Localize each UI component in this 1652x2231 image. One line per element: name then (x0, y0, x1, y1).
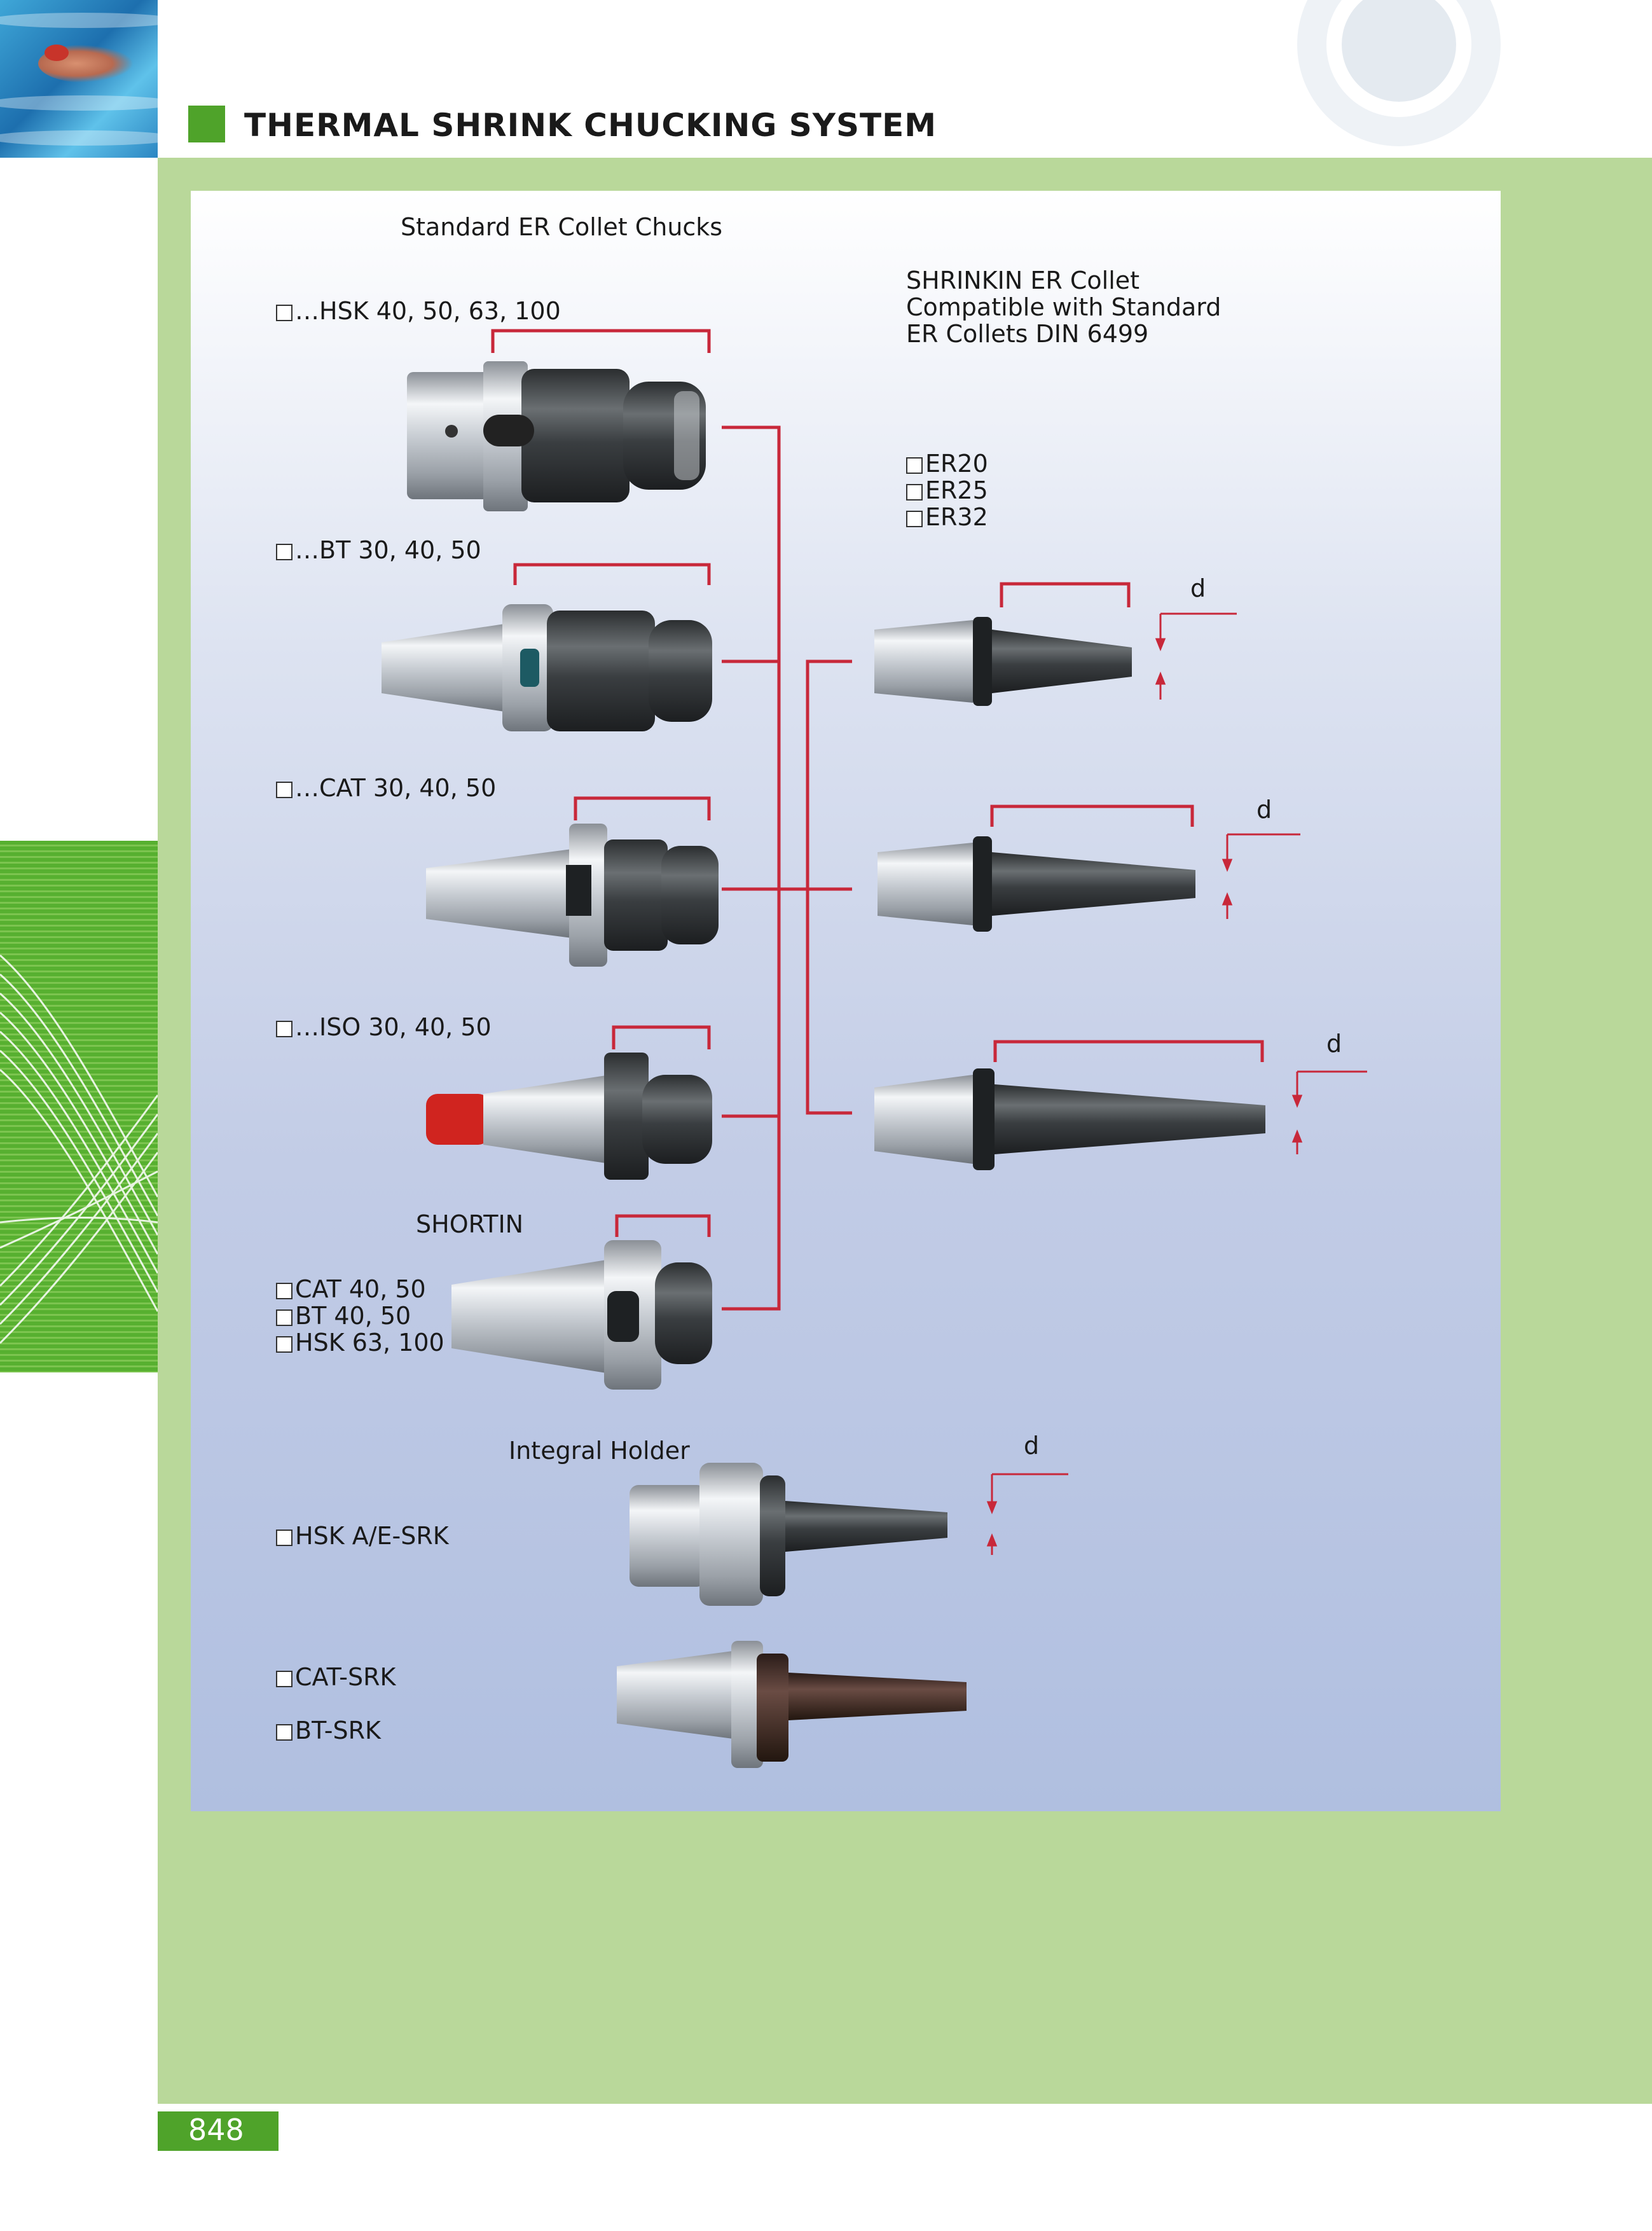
swimmer-photo (0, 0, 158, 158)
bt-er-chuck-image (382, 604, 712, 731)
shortin-bt: BT 40, 50 (276, 1302, 444, 1329)
shrinkin-sizes: ER20 ER25 ER32 (906, 450, 988, 530)
checkbox-bt[interactable] (276, 544, 293, 560)
cat-item: …CAT 30, 40, 50 (276, 775, 496, 801)
shortin-cat: CAT 40, 50 (276, 1276, 444, 1302)
checkbox-shortin-cat[interactable] (276, 1283, 293, 1299)
page-number: 848 (188, 2113, 244, 2147)
checkbox-shortin-hsk[interactable] (276, 1336, 293, 1353)
logo-watermark-center (1342, 0, 1456, 102)
dimension-label-d: d (1326, 1030, 1342, 1058)
checkbox-cat[interactable] (276, 782, 293, 798)
checkbox-cat-srk[interactable] (276, 1671, 293, 1687)
iso-er-chuck-image (426, 1053, 712, 1180)
checkbox-hsk-srk[interactable] (276, 1530, 293, 1546)
size-er32: ER32 (906, 504, 988, 530)
water-wave (0, 95, 158, 111)
dimension-label-d: d (1024, 1432, 1040, 1460)
shrinkin-er32-image (874, 1068, 1265, 1170)
dimension-markers (986, 612, 1367, 1555)
checkbox-bt-srk[interactable] (276, 1724, 293, 1741)
checkbox-hsk[interactable] (276, 305, 293, 321)
dimension-label-d: d (1190, 574, 1206, 602)
shrinkin-description: SHRINKIN ER Collet Compatible with Stand… (906, 266, 1222, 348)
checkbox-er20[interactable] (906, 457, 923, 474)
shortin-label: SHORTIN (416, 1210, 524, 1238)
wave-lines (0, 954, 158, 1344)
cat-er-chuck-image (426, 824, 719, 967)
shortin-chuck-image (451, 1240, 712, 1390)
bt-item: …BT 30, 40, 50 (276, 537, 481, 563)
bt-srk-item: BT-SRK (276, 1717, 381, 1744)
standard-heading: Standard ER Collet Chucks (401, 213, 723, 241)
title-marker (188, 106, 225, 142)
size-er20: ER20 (906, 450, 988, 477)
page-number-box (158, 2111, 279, 2151)
shrinkin-er20-image (874, 617, 1132, 706)
hsk-er-chuck-image (407, 361, 706, 511)
iso-item: …ISO 30, 40, 50 (276, 1014, 492, 1040)
shortin-list: CAT 40, 50 BT 40, 50 HSK 63, 100 (276, 1276, 444, 1356)
checkbox-shortin-bt[interactable] (276, 1309, 293, 1326)
checkbox-iso[interactable] (276, 1021, 293, 1037)
swim-cap (45, 45, 69, 61)
hsk-item: …HSK 40, 50, 63, 100 (276, 298, 561, 324)
red-brackets (491, 329, 1264, 1311)
water-wave (0, 130, 158, 146)
cat-srk-item: CAT-SRK (276, 1664, 396, 1690)
shortin-hsk: HSK 63, 100 (276, 1329, 444, 1356)
integral-heading: Integral Holder (509, 1437, 690, 1465)
cat-bt-srk-holder-image (617, 1641, 967, 1768)
decorative-side-band (0, 841, 158, 1372)
shrinkin-er25-image (878, 836, 1195, 932)
page-title: THERMAL SHRINK CHUCKING SYSTEM (244, 107, 937, 144)
hsk-srk-holder-image (630, 1463, 947, 1606)
water-wave (0, 13, 158, 28)
checkbox-er32[interactable] (906, 511, 923, 527)
size-er25: ER25 (906, 477, 988, 504)
dimension-label-d: d (1256, 796, 1272, 824)
checkbox-er25[interactable] (906, 484, 923, 501)
hsk-srk-item: HSK A/E-SRK (276, 1523, 449, 1549)
